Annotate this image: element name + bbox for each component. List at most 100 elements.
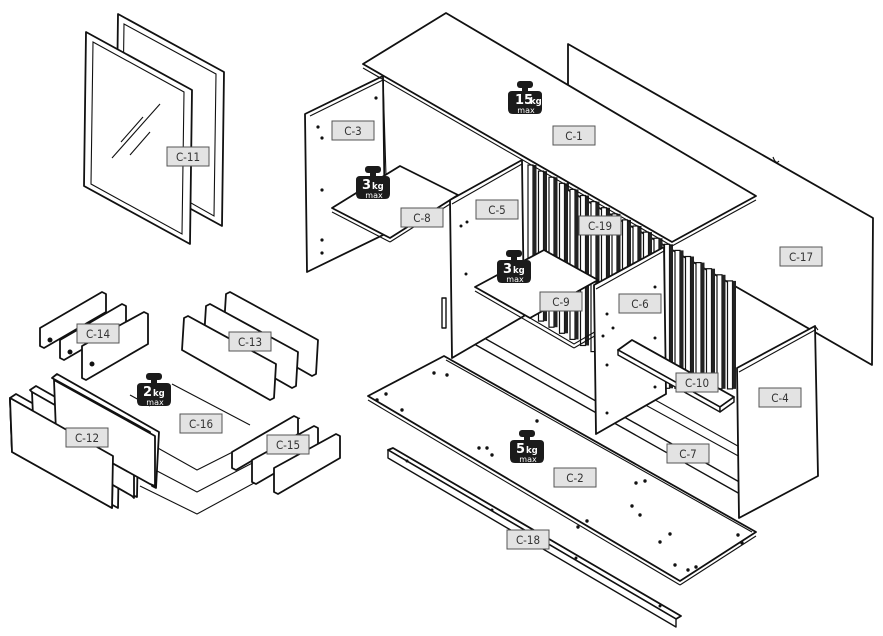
svg-text:max: max [365,191,383,200]
svg-text:2: 2 [143,385,152,400]
slat [695,262,702,390]
drill-hole [694,565,698,569]
weight-icon [497,250,531,283]
slat [716,274,723,390]
slat-shadow [669,244,673,389]
slat-shadow [596,201,600,352]
svg-text:C-16: C-16 [189,417,213,431]
label-c17: C-17 [779,246,823,267]
slat-shadow [722,274,726,389]
drill-hole [432,371,436,375]
drill-hole [535,419,539,423]
slat [705,268,713,390]
label-c11: C-11 [166,146,210,167]
load-limit-c16: 2 kg max [137,373,171,407]
svg-text:C-14: C-14 [86,327,110,341]
drill-hole [585,519,589,523]
svg-text:C-8: C-8 [413,211,431,225]
svg-text:max: max [506,275,524,284]
label-c7: C-7 [666,443,710,464]
label-c16: C-16 [179,413,223,434]
drill-hole [668,532,672,536]
load-limit-c9: 3 kg max [497,250,531,284]
slat-shadow [711,268,715,389]
drill-hole [673,563,677,567]
slat-shadow [690,256,694,389]
drill-hole [740,541,744,545]
slat-shadow [585,195,589,346]
drill-hole [490,453,494,457]
weight-icon [510,430,544,463]
svg-text:C-17: C-17 [789,250,813,264]
label-c12: C-12 [65,427,109,448]
label-c5: C-5 [475,199,519,220]
svg-text:kg: kg [513,266,525,276]
label-c13: C-13 [228,331,272,352]
drill-hole [634,481,638,485]
drill-hole [384,392,388,396]
drill-hole [485,446,489,450]
svg-text:kg: kg [372,182,384,192]
part-c4-right-side [736,325,819,519]
svg-text:C-4: C-4 [771,391,789,405]
svg-text:C-13: C-13 [238,335,262,349]
drill-hole [576,525,580,529]
svg-text:max: max [517,106,535,115]
label-c19: C-19 [578,215,622,236]
svg-text:C-1: C-1 [565,129,583,143]
drill-hole [375,398,379,402]
drill-hole [630,504,634,508]
svg-text:C-7: C-7 [679,447,697,461]
slat-shadow [533,165,537,315]
label-c1: C-1 [552,125,596,146]
load-limit-c8: 3 kg max [356,166,390,200]
drill-hole [736,533,740,537]
label-c3: C-3 [331,120,375,141]
svg-text:C-18: C-18 [516,533,540,547]
label-c9: C-9 [539,291,583,312]
svg-text:max: max [146,398,164,407]
label-c6: C-6 [618,293,662,314]
svg-text:C-5: C-5 [488,203,506,217]
svg-text:C-12: C-12 [75,431,99,445]
svg-text:C-11: C-11 [176,150,200,164]
label-c14: C-14 [76,323,120,344]
svg-text:C-19: C-19 [588,219,612,233]
load-limit-c2: 5 kg max [510,430,544,464]
weight-icon [508,81,542,114]
drill-hole [638,513,642,517]
svg-text:C-2: C-2 [566,471,584,485]
drill-hole [477,446,481,450]
weight-icon [137,373,171,406]
svg-text:C-15: C-15 [276,438,300,452]
label-c2: C-2 [553,467,597,488]
svg-text:3: 3 [503,262,512,277]
slat-shadow [701,262,705,389]
slat [726,280,734,390]
part-c11-glass-doors [83,13,225,245]
part-c15-drawer-sides-right [231,415,341,495]
svg-text:kg: kg [530,97,542,107]
weight-icon [356,166,390,199]
slat-shadow [554,177,558,328]
load-limit-c1: 15 kg max [508,81,542,115]
slat-shadow [564,183,568,334]
slat-shadow [680,250,684,389]
drill-hole [643,479,647,483]
label-c10: C-10 [675,372,719,393]
drill-hole [445,373,449,377]
slat [684,255,692,390]
svg-text:3: 3 [362,178,371,193]
slat-shadow [575,189,579,340]
slat-shadow [732,280,736,389]
drill-hole [400,408,404,412]
drill-hole [658,540,662,544]
label-c15: C-15 [266,434,310,455]
label-c18: C-18 [506,529,550,550]
slat-shadow [543,171,547,322]
svg-text:C-3: C-3 [344,124,362,138]
svg-text:max: max [519,455,537,464]
label-c8: C-8 [400,207,444,228]
drill-hole [686,568,690,572]
